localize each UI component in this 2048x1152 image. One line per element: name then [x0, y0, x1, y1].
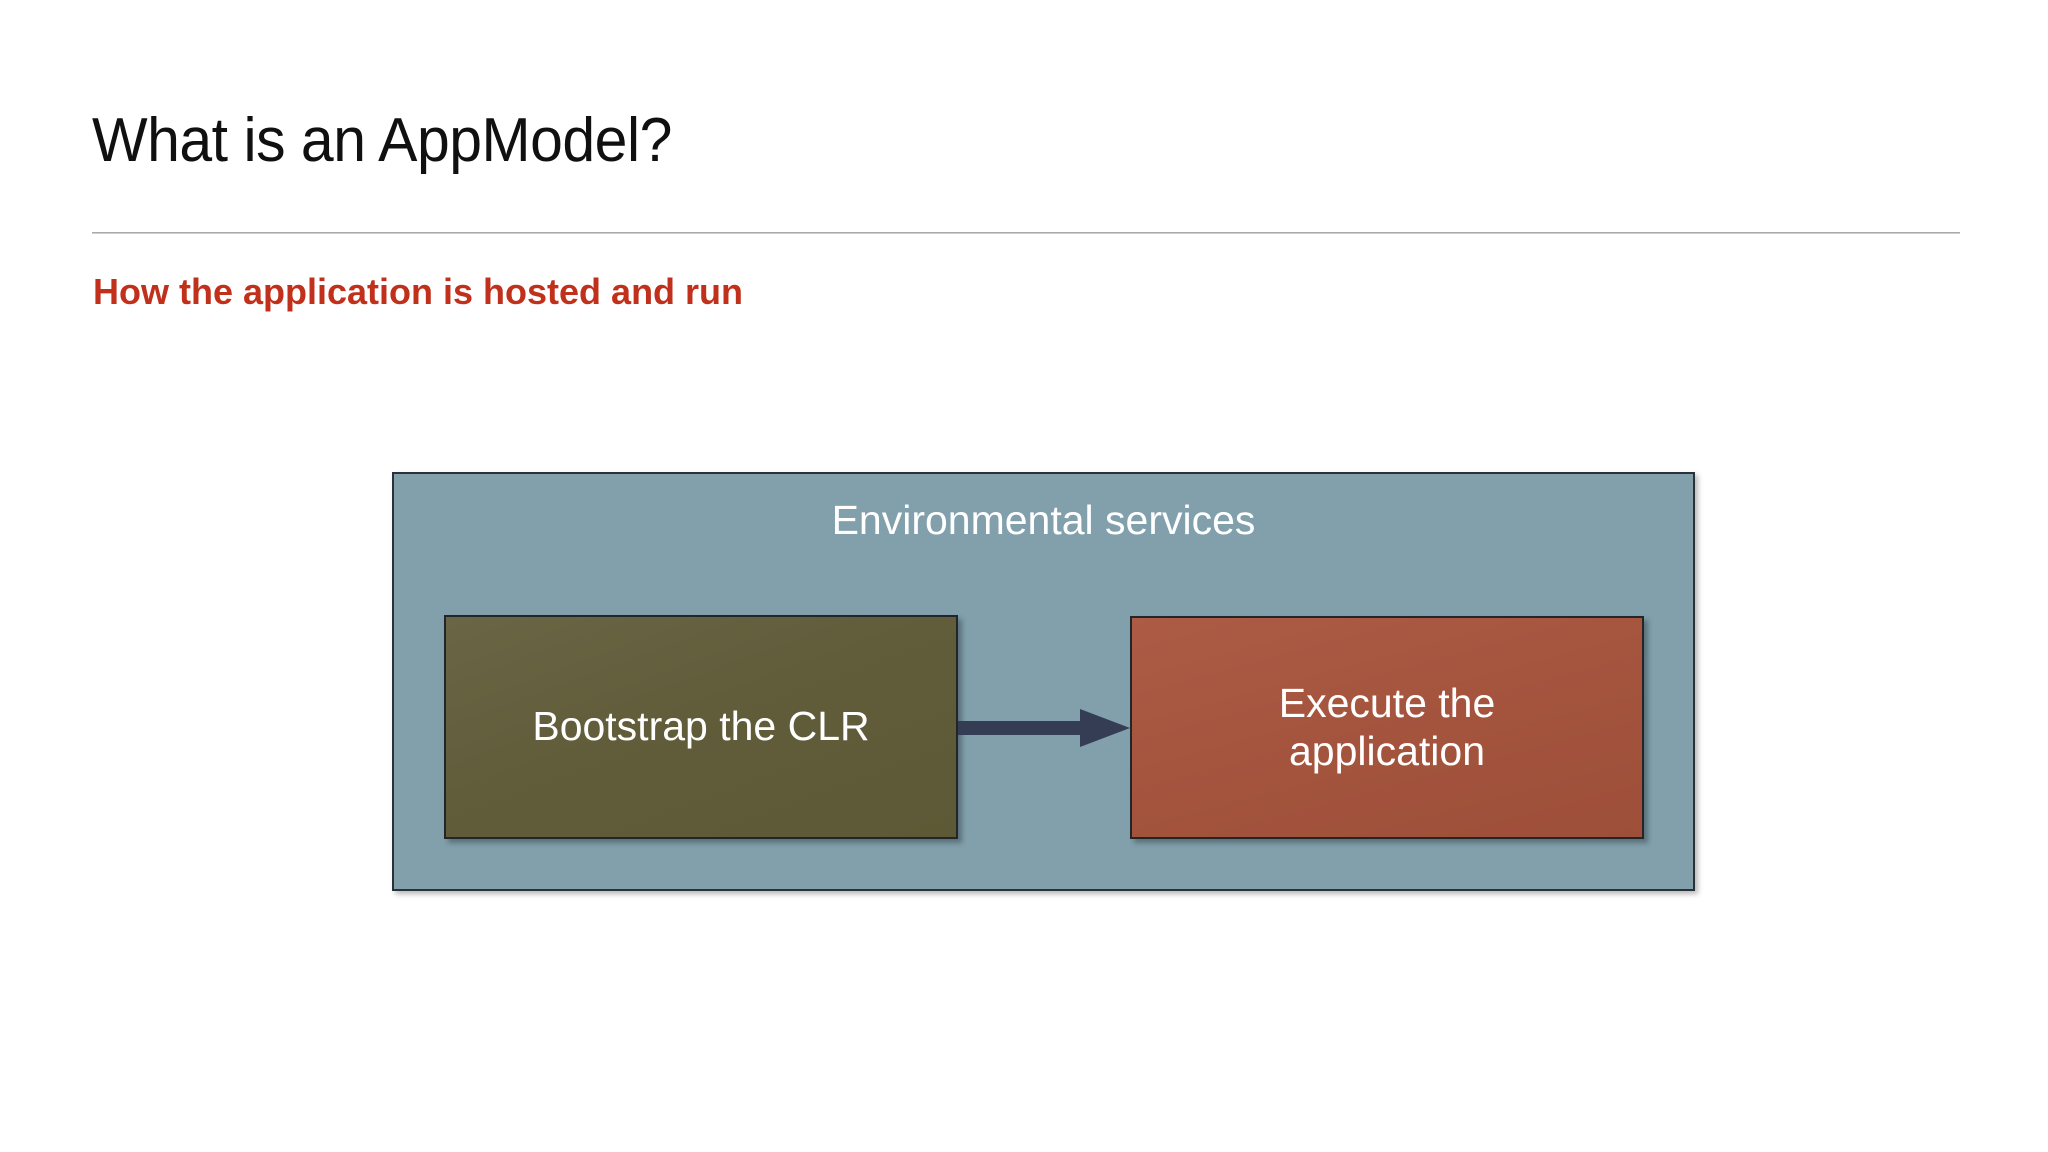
- slide-subtitle: How the application is hosted and run: [93, 271, 744, 312]
- node-bootstrap-the-clr: Bootstrap the CLR: [444, 615, 958, 839]
- appmodel-diagram: Environmental services Bootstrap the CLR…: [392, 472, 1695, 891]
- arrow-right-icon: [958, 709, 1130, 747]
- node-bootstrap-label: Bootstrap the CLR: [532, 703, 870, 750]
- page-title: What is an AppModel?: [92, 106, 672, 175]
- environmental-services-label: Environmental services: [831, 497, 1256, 543]
- node-execute-the-application: Execute the application: [1130, 616, 1644, 839]
- node-execute-label-line2: application: [1288, 727, 1486, 774]
- node-execute-label: Execute the application: [1279, 680, 1496, 775]
- arrow-bootstrap-to-execute: [958, 709, 1130, 747]
- title-divider: [92, 232, 1960, 234]
- node-execute-label-line1: Execute the: [1278, 679, 1496, 726]
